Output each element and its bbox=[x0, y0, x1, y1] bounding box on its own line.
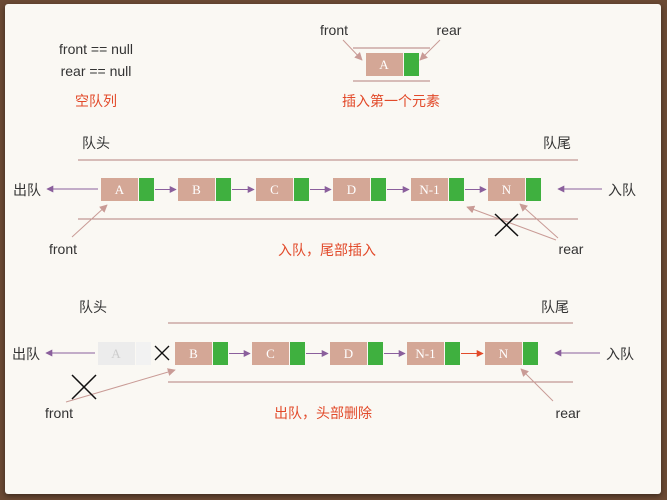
dequeue-node-pointer bbox=[523, 342, 538, 365]
enqueue-node-pointer bbox=[294, 178, 309, 201]
removed-link-cross-mark bbox=[154, 345, 170, 361]
dequeue-node-pointer bbox=[368, 342, 383, 365]
enqueue-node-data bbox=[411, 178, 448, 201]
dequeue-node-pointer bbox=[213, 342, 228, 365]
enqueue-node: N bbox=[488, 178, 541, 201]
dequeue-node-label: C bbox=[266, 346, 275, 361]
enqueue-node: B bbox=[178, 178, 231, 201]
enqueue-new-rear-pointer bbox=[519, 203, 559, 239]
enqueue-front-pointer bbox=[71, 204, 108, 238]
insert-first-caption: 插入第一个元素 bbox=[342, 93, 440, 110]
enqueue-node: A bbox=[101, 178, 154, 201]
insert-front-label: front bbox=[320, 22, 348, 38]
enqueue-tail-label: 队尾 bbox=[543, 136, 571, 152]
dequeue-node-label: D bbox=[344, 346, 353, 361]
dequeue-node: D bbox=[330, 342, 383, 365]
dequeue-panel: 队头 队尾 出队 入队 A B C D N-1 N front rear bbox=[12, 300, 634, 422]
dequeue-node: N bbox=[485, 342, 538, 365]
enqueue-node-label: N-1 bbox=[419, 182, 439, 197]
insert-first-panel: front rear A 插入第一个元素 bbox=[320, 22, 462, 110]
enqueue-node: C bbox=[256, 178, 309, 201]
insert-node-data bbox=[366, 53, 403, 76]
dequeue-node-data bbox=[407, 342, 444, 365]
enqueue-node-data bbox=[178, 178, 215, 201]
enqueue-node-label: A bbox=[115, 182, 125, 197]
enqueue-node-pointer bbox=[216, 178, 231, 201]
dequeue-node-label: B bbox=[189, 346, 198, 361]
enqueue-caption: 入队，尾部插入 bbox=[278, 243, 376, 259]
enqueue-node-data bbox=[488, 178, 525, 201]
dequeue-node-data bbox=[175, 342, 212, 365]
rear-null-text: rear == null bbox=[61, 63, 132, 79]
removed-node-label: A bbox=[111, 346, 121, 361]
dequeue-tail-label: 队尾 bbox=[541, 300, 569, 316]
enqueue-node-list: A B C D N-1 N bbox=[101, 178, 541, 201]
dequeue-node-pointer bbox=[290, 342, 305, 365]
enqueue-enqueue-label: 入队 bbox=[608, 183, 636, 199]
insert-rear-label: rear bbox=[437, 22, 462, 38]
enqueue-node-label: N bbox=[502, 182, 512, 197]
dequeue-node-data bbox=[330, 342, 367, 365]
enqueue-node-pointer bbox=[139, 178, 154, 201]
enqueue-node-pointer bbox=[371, 178, 386, 201]
enqueue-node-label: D bbox=[347, 182, 356, 197]
insert-rear-pointer bbox=[419, 39, 441, 61]
dequeue-node: B bbox=[175, 342, 228, 365]
enqueue-cross-mark bbox=[494, 213, 519, 237]
dequeue-rear-pointer bbox=[520, 368, 554, 402]
dequeue-enqueue-label: 入队 bbox=[606, 347, 634, 363]
dequeue-node: C bbox=[252, 342, 305, 365]
dequeue-caption: 出队，头部删除 bbox=[274, 406, 372, 422]
enqueue-node: D bbox=[333, 178, 386, 201]
enqueue-node-pointer bbox=[449, 178, 464, 201]
dequeue-node-pointer bbox=[445, 342, 460, 365]
enqueue-node: N-1 bbox=[411, 178, 464, 201]
dequeue-rear-label: rear bbox=[556, 405, 581, 421]
enqueue-node-label: C bbox=[270, 182, 279, 197]
dequeue-front-label: front bbox=[45, 405, 73, 421]
enqueue-panel: 队头 队尾 出队 入队 A B C D N-1 N front rear 入队，尾部插入 bbox=[13, 136, 636, 259]
dequeue-node-list: B C D N-1 N bbox=[175, 342, 538, 365]
empty-queue-panel: front == null rear == null 空队列 bbox=[59, 41, 133, 110]
removed-node-data bbox=[98, 342, 135, 365]
enqueue-node-pointer bbox=[526, 178, 541, 201]
dequeue-front-pointer bbox=[65, 368, 176, 403]
dequeue-cross-mark bbox=[71, 374, 97, 400]
dequeue-node-data bbox=[485, 342, 522, 365]
dequeue-node-label: N bbox=[499, 346, 509, 361]
dequeue-head-label: 队头 bbox=[79, 300, 107, 316]
insert-node-label: A bbox=[379, 57, 389, 72]
dequeue-node-label: N-1 bbox=[415, 346, 435, 361]
enqueue-head-label: 队头 bbox=[82, 136, 110, 152]
dequeue-dequeue-label: 出队 bbox=[12, 347, 40, 363]
enqueue-node-label: B bbox=[192, 182, 201, 197]
enqueue-dequeue-label: 出队 bbox=[13, 183, 41, 199]
dequeue-node: N-1 bbox=[407, 342, 460, 365]
removed-node-pointer bbox=[136, 342, 151, 365]
empty-queue-caption: 空队列 bbox=[75, 94, 117, 110]
enqueue-node-data bbox=[333, 178, 370, 201]
front-null-text: front == null bbox=[59, 41, 133, 57]
enqueue-node-data bbox=[101, 178, 138, 201]
enqueue-rear-label: rear bbox=[559, 241, 584, 257]
enqueue-front-label: front bbox=[49, 241, 77, 257]
dequeue-node-data bbox=[252, 342, 289, 365]
enqueue-old-rear-pointer bbox=[466, 205, 557, 241]
enqueue-node-data bbox=[256, 178, 293, 201]
insert-node-pointer bbox=[404, 53, 419, 76]
paper-background bbox=[5, 4, 661, 494]
insert-front-pointer bbox=[342, 39, 363, 61]
